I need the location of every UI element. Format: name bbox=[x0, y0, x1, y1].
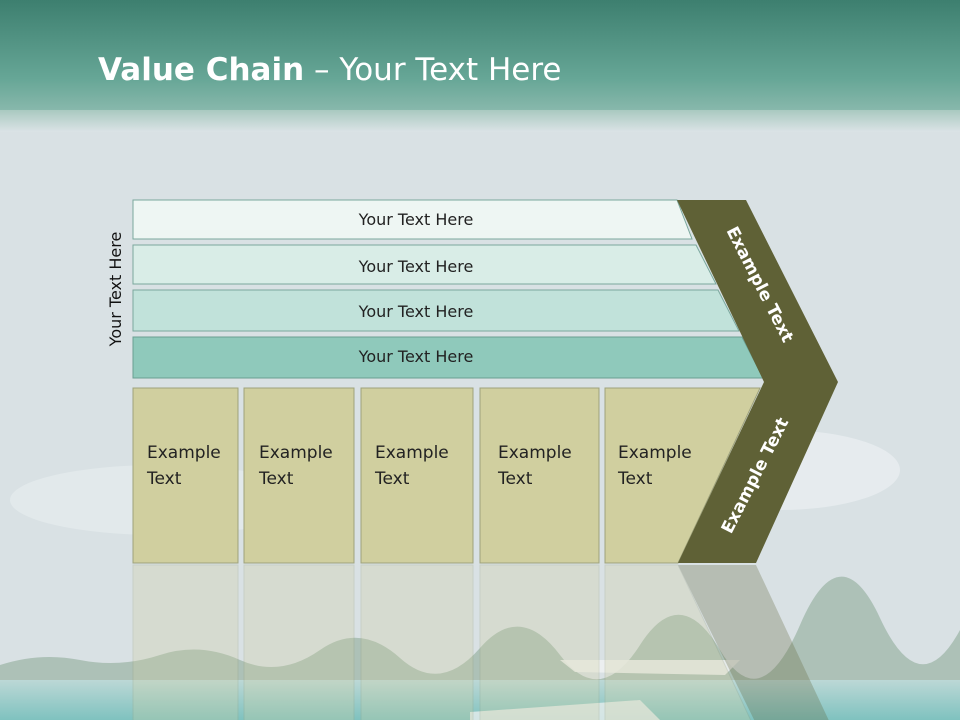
primary-box-5-line2: Text bbox=[617, 469, 653, 489]
diagram-reflection bbox=[132, 564, 829, 720]
primary-box-2-line1: Example bbox=[259, 443, 333, 463]
primary-box-3 bbox=[360, 387, 474, 564]
primary-box-5-line1: Example bbox=[618, 443, 692, 463]
primary-box-1 bbox=[132, 387, 239, 564]
primary-box-4-line2: Text bbox=[497, 469, 533, 489]
support-row-1-label: Your Text Here bbox=[358, 210, 474, 229]
slide-title-bold: Value Chain bbox=[98, 52, 305, 88]
slide-title: Value Chain – Your Text Here bbox=[98, 52, 561, 88]
margin-chevron bbox=[677, 200, 838, 563]
primary-box-2-line2: Text bbox=[258, 469, 294, 489]
support-row-2-label: Your Text Here bbox=[358, 257, 474, 276]
support-row-1 bbox=[132, 199, 693, 240]
primary-box-1-line2: Text bbox=[146, 469, 182, 489]
primary-box-4 bbox=[479, 387, 600, 564]
slide-title-rest: – Your Text Here bbox=[304, 52, 562, 88]
support-row-2 bbox=[132, 244, 717, 285]
primary-box-2 bbox=[243, 387, 355, 564]
primary-box-1-line1: Example bbox=[147, 443, 221, 463]
primary-box-3-line2: Text bbox=[374, 469, 410, 489]
header-band bbox=[0, 0, 960, 112]
primary-box-3-line1: Example bbox=[375, 443, 449, 463]
support-row-3 bbox=[132, 289, 740, 332]
support-row-4-label: Your Text Here bbox=[358, 347, 474, 366]
primary-box-4-line1: Example bbox=[498, 443, 572, 463]
support-row-3-label: Your Text Here bbox=[358, 302, 474, 321]
